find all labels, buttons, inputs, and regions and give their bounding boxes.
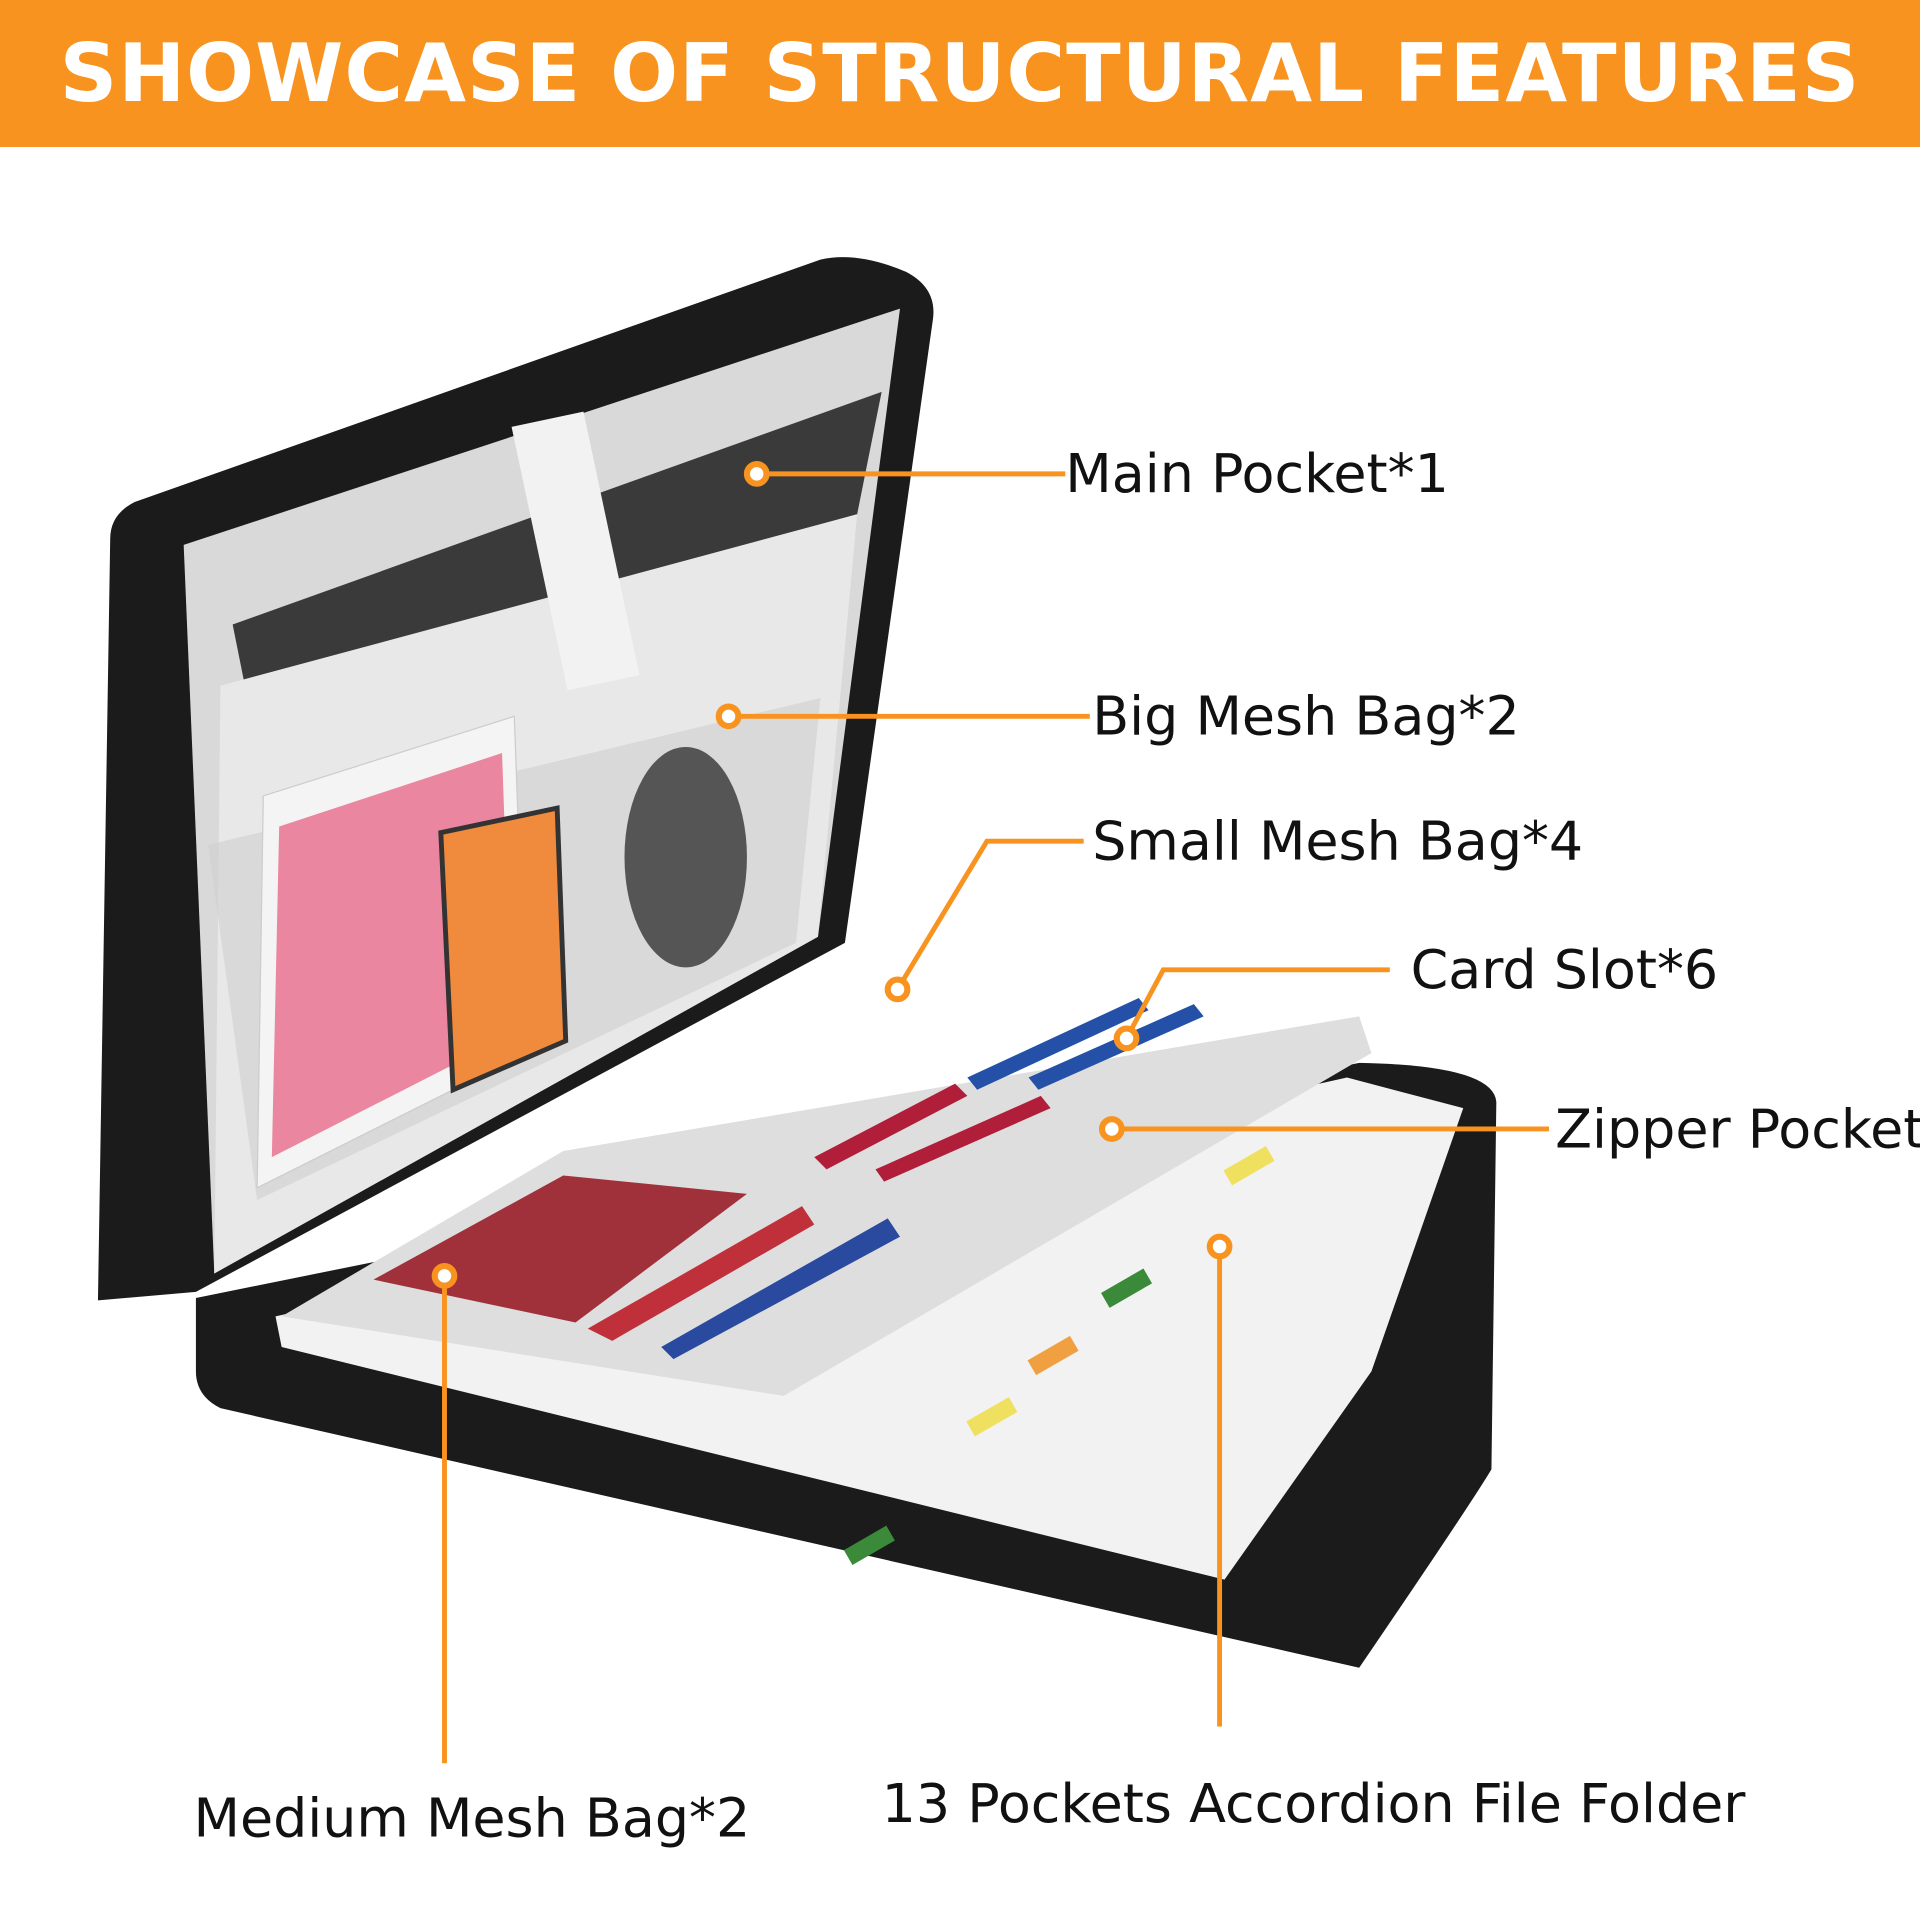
title-banner: SHOWCASE OF STRUCTURAL FEATURES (0, 0, 1920, 147)
page-title: SHOWCASE OF STRUCTURAL FEATURES (59, 27, 1861, 120)
file-tabs (843, 1146, 1275, 1565)
label-accordion-folder: 13 Pockets Accordion File Folder (882, 1772, 1747, 1835)
label-card-slot: Card Slot*6 (1411, 938, 1719, 1001)
callout-lines (442, 471, 1549, 1764)
label-medium-mesh-bag: Medium Mesh Bag*2 (193, 1787, 750, 1850)
label-small-mesh-bag: Small Mesh Bag*4 (1092, 810, 1583, 873)
label-main-pocket: Main Pocket*1 (1065, 442, 1449, 505)
mouse (624, 746, 747, 968)
cards (814, 997, 1204, 1182)
callout-dots (431, 461, 1233, 1289)
phone (438, 805, 569, 1094)
label-big-mesh-bag: Big Mesh Bag*2 (1092, 685, 1519, 748)
label-zipper-pocket: Zipper Pocket (1555, 1097, 1920, 1160)
passport (373, 1175, 900, 1360)
